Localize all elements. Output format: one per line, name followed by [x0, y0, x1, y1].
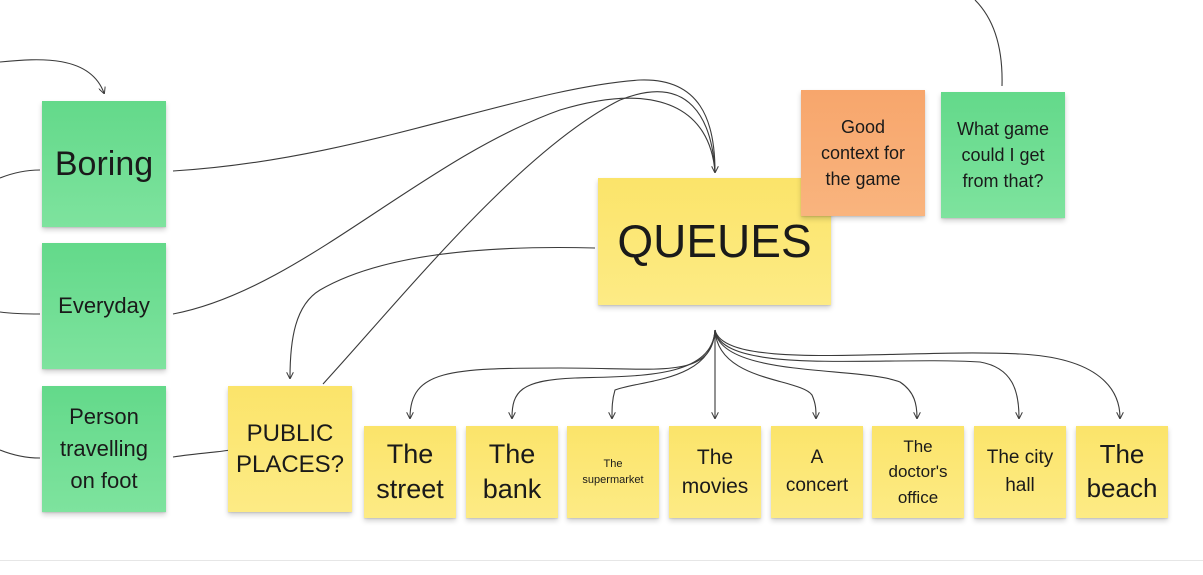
- connector-queues-public: [290, 246, 596, 378]
- sticky-note-the-supermarket[interactable]: The supermarket: [567, 426, 659, 518]
- sticky-note-the-beach[interactable]: The beach: [1076, 426, 1168, 518]
- sticky-note-text: What game could I get from that?: [956, 118, 1050, 192]
- sticky-note-good-context[interactable]: Good context for the game: [801, 90, 925, 216]
- sticky-note-text: QUEUES: [617, 214, 812, 267]
- connector-queues-bank: [512, 329, 716, 418]
- sticky-note-text: The beach: [1086, 439, 1158, 503]
- sticky-note-city-hall[interactable]: The city hall: [974, 426, 1066, 518]
- connector-offscreen-boring: [0, 169, 41, 179]
- sticky-note-text: Boring: [54, 144, 154, 183]
- sticky-note-the-street[interactable]: The street: [364, 426, 456, 518]
- connector-queues-doctor: [714, 329, 917, 418]
- connector-offscreen-person: [0, 449, 41, 459]
- connector-queues-concert: [714, 329, 816, 418]
- connector-queues-street: [410, 329, 716, 418]
- connector-queues-cityhall: [714, 329, 1019, 418]
- sticky-note-the-bank[interactable]: The bank: [466, 426, 558, 518]
- connector-to-boring: [0, 59, 104, 93]
- sticky-note-text: The street: [376, 438, 444, 504]
- connector-boring-queues: [172, 79, 715, 172]
- sticky-note-boring[interactable]: Boring: [42, 101, 166, 227]
- sticky-note-everyday[interactable]: Everyday: [42, 243, 166, 369]
- sticky-note-text: The movies: [681, 445, 749, 498]
- connector-person-queues: [172, 449, 231, 458]
- sticky-note-queues[interactable]: QUEUES: [598, 178, 831, 305]
- sticky-note-text: A concert: [785, 447, 849, 496]
- sticky-note-the-movies[interactable]: The movies: [669, 426, 761, 518]
- connector-offscreen-everyday: [0, 311, 41, 315]
- sticky-note-text: The bank: [482, 438, 542, 504]
- sticky-note-text: Everyday: [58, 292, 150, 318]
- sticky-note-text: The supermarket: [582, 457, 644, 487]
- sticky-note-text: Good context for the game: [820, 116, 906, 190]
- connector-queues-supermarket: [612, 329, 716, 418]
- sticky-note-text: The city hall: [986, 447, 1054, 496]
- sticky-note-public-places[interactable]: PUBLIC PLACES?: [228, 386, 352, 512]
- sticky-note-what-game[interactable]: What game could I get from that?: [941, 92, 1065, 218]
- connector-queues-beach: [714, 329, 1120, 418]
- sticky-note-person-travelling[interactable]: Person travelling on foot: [42, 386, 166, 512]
- sticky-note-text: Person travelling on foot: [59, 404, 149, 493]
- sticky-note-a-concert[interactable]: A concert: [771, 426, 863, 518]
- sticky-note-text: PUBLIC PLACES?: [235, 419, 345, 478]
- canvas-bottom-border: [0, 560, 1203, 561]
- connector-offscreen-top: [974, 0, 1003, 87]
- sticky-note-text: The doctor's office: [888, 436, 948, 507]
- sticky-note-doctors-office[interactable]: The doctor's office: [872, 426, 964, 518]
